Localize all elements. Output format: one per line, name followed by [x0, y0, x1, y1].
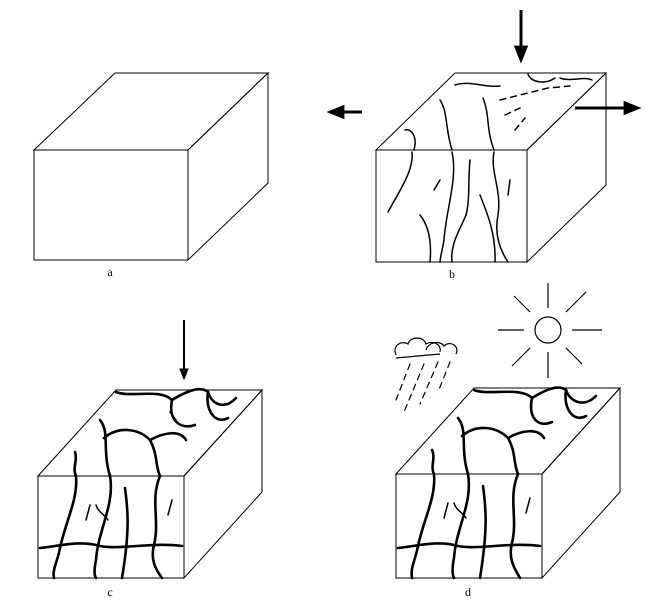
- cracks-d: [396, 386, 598, 580]
- cracks-b: [387, 73, 593, 263]
- block-c: [36, 388, 264, 580]
- panel-label-b: b: [449, 267, 455, 281]
- block-d-side-face: [541, 386, 621, 580]
- block-a-side-face: [187, 71, 269, 262]
- panel-label-d: d: [465, 585, 471, 599]
- cracks-c: [38, 387, 238, 580]
- panel-label-a: a: [107, 265, 113, 279]
- panel-label-c: c: [107, 585, 112, 599]
- block-b-front-face: [375, 149, 528, 263]
- rain-cloud-icon: [394, 337, 458, 413]
- panel-a: a: [32, 71, 270, 279]
- block-a: [32, 71, 270, 262]
- panel-d: d: [394, 283, 622, 599]
- block-a-top-face: [32, 72, 270, 151]
- block-c-side-face: [183, 388, 263, 580]
- block-b: [374, 71, 608, 264]
- block-b-side-face: [526, 71, 607, 264]
- panel-c: c: [36, 320, 264, 599]
- sun-icon: [498, 283, 602, 378]
- block-a-front-face: [33, 149, 189, 261]
- panel-b: b: [326, 10, 642, 281]
- block-d: [394, 386, 622, 580]
